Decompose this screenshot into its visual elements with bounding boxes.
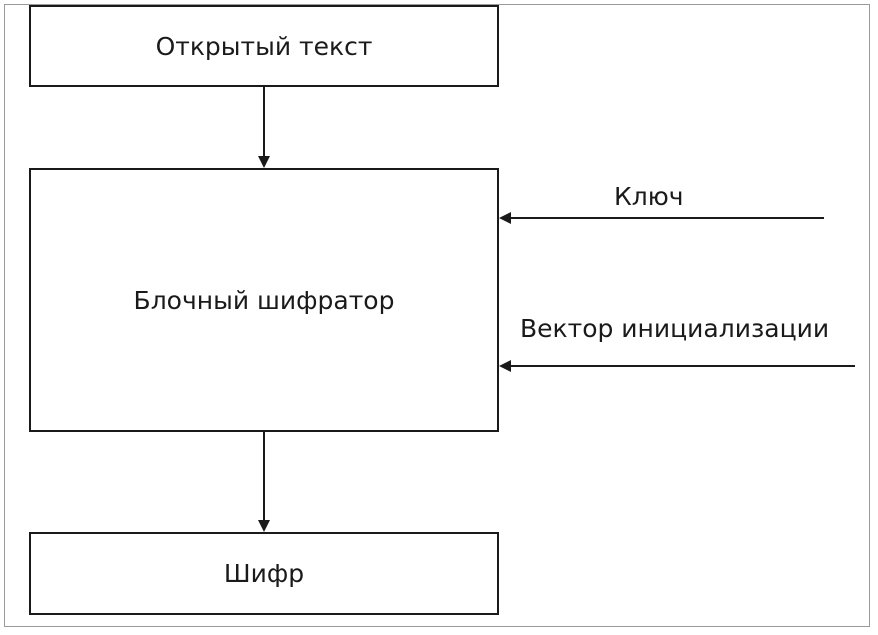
diagram-frame [4,4,870,627]
plaintext-box: Открытый текст [29,5,499,87]
key-input-label: Ключ [614,182,684,211]
ciphertext-label: Шифр [223,559,305,588]
plaintext-label: Открытый текст [155,31,373,61]
block-cipher-box: Блочный шифратор [29,168,499,432]
block-cipher-label: Блочный шифратор [133,285,395,315]
ciphertext-box: Шифр [29,532,499,615]
iv-input-label: Вектор инициализации [520,314,830,343]
